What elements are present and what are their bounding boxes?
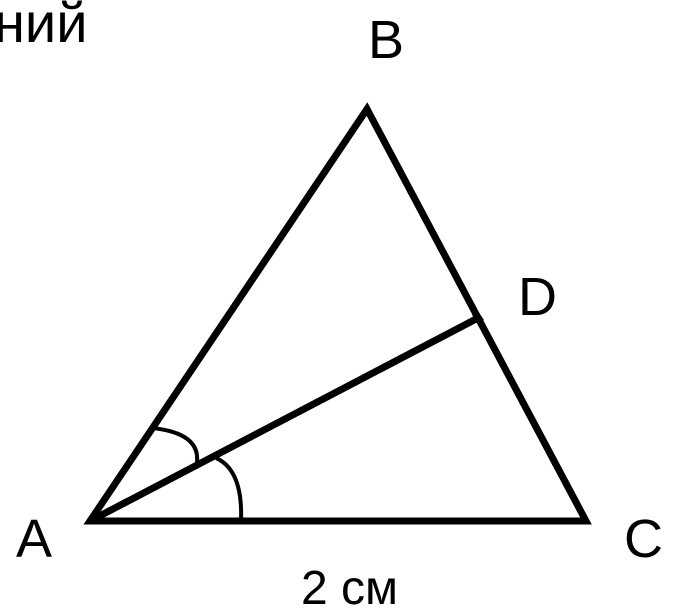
angle-arc-dac <box>215 456 244 522</box>
side-ac-length-label: 2 см <box>301 562 398 609</box>
angle-arc-bad <box>151 426 200 463</box>
triangle-abc <box>83 102 592 525</box>
vertex-label-b: B <box>368 10 404 70</box>
header-text-fragment: ний <box>0 0 88 54</box>
bisector-ad <box>88 314 480 525</box>
vertex-label-d: D <box>518 267 557 327</box>
vertex-label-a: A <box>16 509 52 569</box>
vertex-label-c: C <box>624 509 663 569</box>
point-d-mark <box>472 311 484 324</box>
